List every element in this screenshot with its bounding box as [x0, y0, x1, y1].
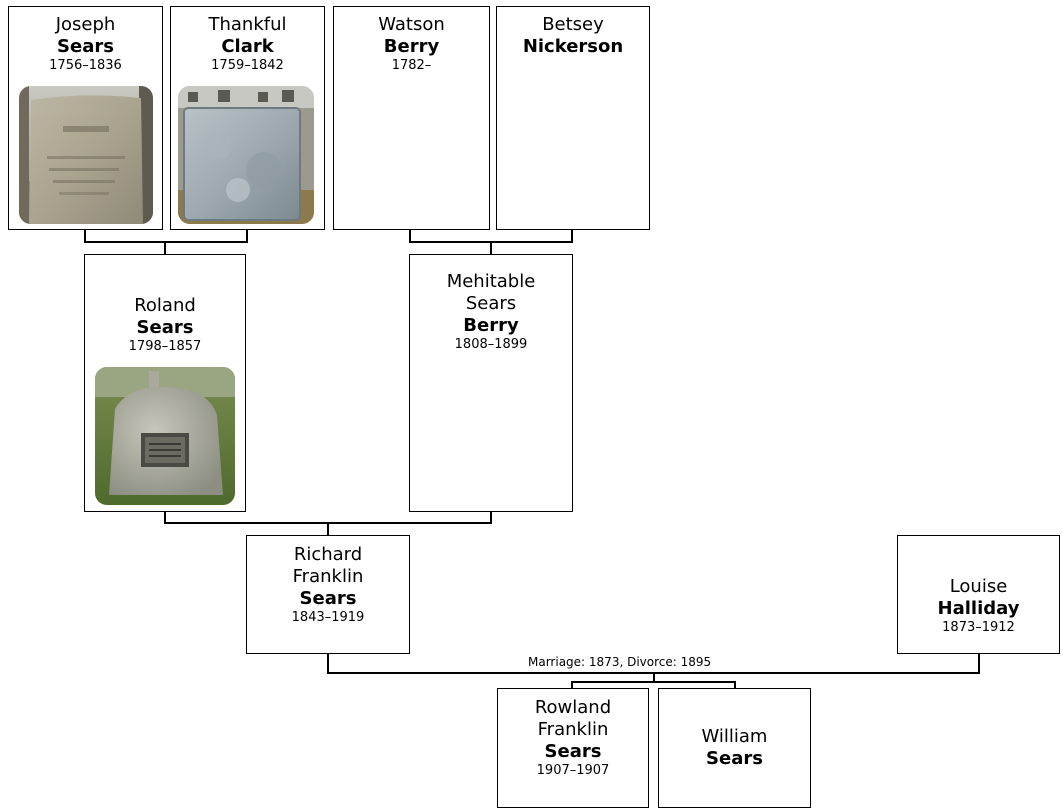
given-name: William: [701, 726, 768, 747]
person-card-mehitable[interactable]: Mehitable Sears Berry 1808–1899: [409, 254, 573, 512]
gravestone-photo[interactable]: [95, 367, 235, 505]
person-card-richard[interactable]: Richard Franklin Sears 1843–1919: [246, 535, 410, 654]
given-name: Roland: [134, 295, 196, 316]
life-dates: 1759–1842: [211, 58, 284, 73]
person-card-louise[interactable]: Louise Halliday 1873–1912: [897, 535, 1060, 654]
surname: Halliday: [937, 598, 1020, 619]
connector-line: [84, 229, 86, 242]
life-dates: 1798–1857: [128, 339, 202, 354]
connector-line: [571, 229, 573, 242]
surname: Sears: [57, 36, 114, 57]
connector-line: [571, 681, 573, 689]
given-name: Thankful: [208, 14, 287, 35]
person-card-watson[interactable]: Watson Berry 1782–: [333, 6, 490, 230]
person-card-thankful[interactable]: Thankful Clark 1759–1842: [170, 6, 325, 230]
given-name: Betsey: [542, 14, 604, 35]
given-name-line1: Rowland: [534, 697, 612, 718]
life-dates: 1843–1919: [291, 610, 365, 625]
person-card-joseph[interactable]: Joseph Sears 1756–1836: [8, 6, 163, 230]
given-name-line2: Franklin: [537, 719, 609, 740]
life-dates: 1907–1907: [536, 763, 610, 778]
connector-line: [490, 511, 492, 523]
given-name: Joseph: [55, 14, 116, 35]
given-name-line2: Sears: [465, 293, 517, 314]
given-name: Louise: [949, 576, 1008, 597]
person-card-betsey[interactable]: Betsey Nickerson: [496, 6, 650, 230]
connector-line: [490, 241, 492, 255]
person-card-rowland[interactable]: Rowland Franklin Sears 1907–1907: [497, 688, 649, 808]
given-name: Watson: [378, 14, 445, 35]
connector-line: [978, 653, 980, 673]
connector-line: [571, 681, 736, 683]
surname: Sears: [544, 741, 602, 762]
connector-line: [164, 241, 166, 255]
connector-line: [327, 522, 329, 536]
connector-line: [653, 672, 655, 682]
given-name-line2: Franklin: [292, 566, 364, 587]
marriage-label: Marriage: 1873, Divorce: 1895: [526, 655, 714, 669]
person-card-roland[interactable]: Roland Sears 1798–1857: [84, 254, 246, 512]
surname: Sears: [706, 748, 763, 769]
surname: Sears: [299, 588, 357, 609]
gravestone-photo[interactable]: [178, 86, 314, 224]
life-dates: 1873–1912: [942, 620, 1015, 635]
surname: Clark: [221, 36, 274, 57]
life-dates: 1782–: [391, 58, 432, 73]
connector-line: [84, 241, 248, 243]
given-name-line1: Mehitable: [446, 271, 536, 292]
surname: Berry: [463, 315, 519, 336]
life-dates: 1756–1836: [49, 58, 122, 73]
connector-line: [164, 511, 166, 523]
gravestone-photo[interactable]: [19, 86, 153, 224]
surname: Sears: [136, 317, 194, 338]
surname: Berry: [383, 36, 440, 57]
surname: Nickerson: [522, 36, 624, 57]
connector-line: [327, 653, 329, 673]
connector-line: [409, 229, 411, 242]
life-dates: 1808–1899: [454, 337, 528, 352]
given-name-line1: Richard: [293, 544, 363, 565]
connector-line: [734, 681, 736, 689]
connector-line: [246, 229, 248, 242]
person-card-william[interactable]: William Sears: [658, 688, 811, 808]
